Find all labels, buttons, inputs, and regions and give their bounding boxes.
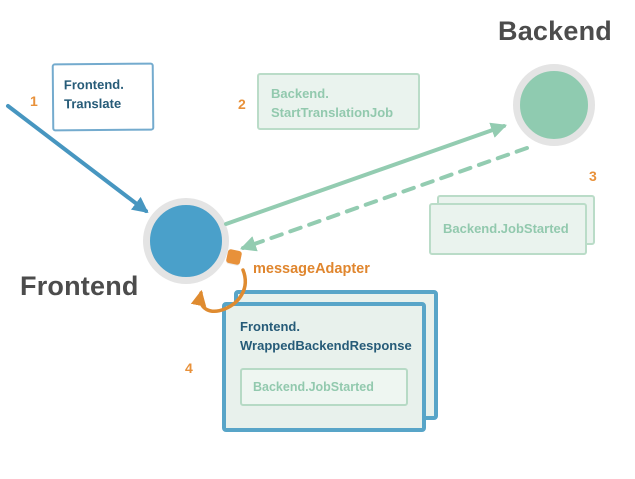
backend-node [513, 64, 595, 146]
step-number-2: 2 [238, 96, 246, 112]
message-line: Frontend. [63, 76, 124, 93]
step-number-4: 4 [185, 360, 193, 376]
message-line: StartTranslationJob [271, 104, 394, 120]
message-adapter-icon [225, 248, 243, 266]
message-frontend-translate: Frontend. Translate [51, 62, 155, 132]
message-line: Backend.JobStarted [443, 220, 569, 236]
message-wrapped-backend-response: Frontend. WrappedBackendResponse Backend… [222, 302, 426, 432]
step-number-1: 1 [30, 93, 38, 109]
message-adapter-label: messageAdapter [253, 261, 370, 277]
message-line: Backend. [271, 86, 329, 101]
message-backend-start-translation-job: Backend. StartTranslationJob [257, 73, 420, 130]
message-line: Backend.JobStarted [253, 379, 374, 394]
frontend-title: Frontend [20, 271, 139, 301]
nested-message-backend-job-started: Backend.JobStarted [240, 367, 408, 406]
step-number-3: 3 [589, 168, 597, 184]
message-line: Translate [63, 95, 122, 112]
message-line: Frontend. [240, 319, 300, 334]
message-line: WrappedBackendResponse [240, 337, 412, 353]
backend-title: Backend [498, 16, 612, 46]
frontend-node [143, 198, 229, 284]
message-backend-job-started: Backend.JobStarted [429, 203, 587, 255]
